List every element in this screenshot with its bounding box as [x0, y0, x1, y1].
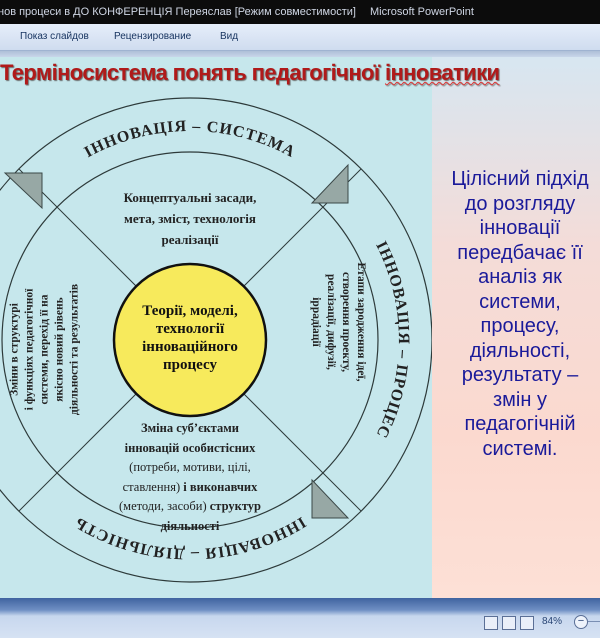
process-sector-text: Етапи зародження ідеї, створення проекту…	[308, 232, 368, 412]
zoom-out-button[interactable]: −	[574, 615, 588, 629]
center-line: інноваційного	[142, 339, 238, 355]
summary-line: інновації	[479, 217, 561, 239]
sector-line: Зміни в структурі	[8, 303, 21, 396]
sector-line: і функціях педагогічної	[23, 288, 36, 411]
ribbon-divider	[0, 51, 600, 57]
summary-line: процесу,	[480, 315, 560, 337]
sector-text: ставлення)	[122, 479, 181, 494]
sector-line: Концептуальні засади,	[123, 190, 257, 205]
summary-line: результату –	[461, 364, 579, 386]
sector-line: створення проекту,	[340, 272, 352, 372]
document-title: нов процеси в ДО КОНФЕРЕНЦІЯ Переяслав […	[0, 6, 356, 18]
sector-text: (методи, засоби)	[119, 499, 207, 513]
result-sector-text: Зміни в структурі і функціях педагогічно…	[8, 245, 83, 455]
normal-view-icon[interactable]	[484, 616, 498, 630]
triangle-marker	[311, 478, 350, 519]
title-text-misspelled: інноватики	[384, 60, 500, 85]
title-text: Терміносистема понять педагогічної	[0, 60, 385, 85]
sector-line: реалізації, дифузії,	[325, 274, 337, 370]
sector-line: якісно новий рівень	[53, 297, 66, 402]
sector-line: Етапи зародження ідеї,	[355, 262, 367, 382]
activity-sector-text: Зміна суб’єктами інновацій особистісних …	[85, 419, 295, 536]
summary-line: діяльності,	[469, 339, 571, 362]
view-buttons	[484, 616, 534, 630]
ring-label-system: ІННОВАЦІЯ – СИСТЕМА	[82, 118, 298, 161]
app-name: Microsoft PowerPoint	[369, 6, 474, 18]
zoom-level[interactable]: 84%	[542, 616, 563, 627]
center-line: Теорії, моделі,	[142, 303, 238, 319]
sector-text: структур	[206, 499, 261, 513]
window-title-bar: нов процеси в ДО КОНФЕРЕНЦІЯ Переяслав […	[0, 0, 600, 24]
sector-line: реалізації	[161, 232, 219, 247]
sector-text: і виконавчих	[180, 479, 258, 494]
zoom-slider[interactable]	[588, 621, 600, 622]
outer-ring	[0, 97, 432, 583]
sector-line: іррадіації	[310, 297, 322, 347]
slideshow-view-icon[interactable]	[520, 616, 534, 630]
status-bar: 84% −	[0, 598, 600, 638]
triangle-marker	[310, 163, 349, 204]
summary-line: педагогічній	[464, 413, 576, 435]
center-text: Теорії, моделі, технології інноваційного…	[110, 302, 270, 374]
sector-line: (потреби, мотиви, цілі,	[129, 460, 251, 474]
summary-line: змін у	[493, 388, 547, 411]
center-line: технології	[155, 321, 225, 337]
summary-text: Цілісний підхід до розгляду інновації пе…	[440, 167, 600, 461]
sector-line: Зміна суб’єктами	[141, 421, 239, 435]
slide-canvas[interactable]: ІННОВАЦІЯ – СИСТЕМА ІННОВАЦІЯ – ПРОЦЕС І…	[0, 57, 600, 598]
summary-line: аналіз як	[478, 266, 562, 288]
summary-line: Цілісний підхід	[451, 168, 589, 190]
tab-review[interactable]: Рецензирование	[114, 31, 192, 42]
system-sector-text: Концептуальні засади, мета, зміст, техно…	[90, 187, 290, 250]
sector-line: системи, перехід її на	[38, 294, 51, 405]
tab-slideshow[interactable]: Показ слайдов	[20, 31, 89, 42]
innovation-diagram: ІННОВАЦІЯ – СИСТЕМА ІННОВАЦІЯ – ПРОЦЕС І…	[0, 97, 432, 583]
slide-title: Терміносистема понять педагогічної іннов…	[0, 60, 500, 86]
middle-ring	[1, 151, 379, 529]
sector-line: діяльності	[160, 518, 220, 533]
sector-line: мета, зміст, технологія	[124, 211, 256, 226]
slide-sorter-view-icon[interactable]	[502, 616, 516, 630]
sector-line: інновацій особистісних	[124, 440, 256, 455]
summary-line: системі.	[482, 437, 558, 460]
center-circle	[112, 262, 268, 418]
center-line: процесу	[163, 357, 217, 373]
ribbon: Показ слайдов Рецензирование Вид	[0, 24, 600, 51]
summary-line: до розгляду	[464, 192, 576, 215]
summary-line: системи,	[479, 290, 561, 313]
sector-line: діяльності та результатів	[68, 283, 81, 416]
summary-line: передбачає її	[457, 241, 583, 264]
tab-view[interactable]: Вид	[220, 31, 239, 42]
triangle-marker	[3, 172, 43, 210]
svg-text:ІННОВАЦІЯ – СИСТЕМА: ІННОВАЦІЯ – СИСТЕМА	[82, 118, 299, 161]
summary-panel	[432, 57, 600, 598]
